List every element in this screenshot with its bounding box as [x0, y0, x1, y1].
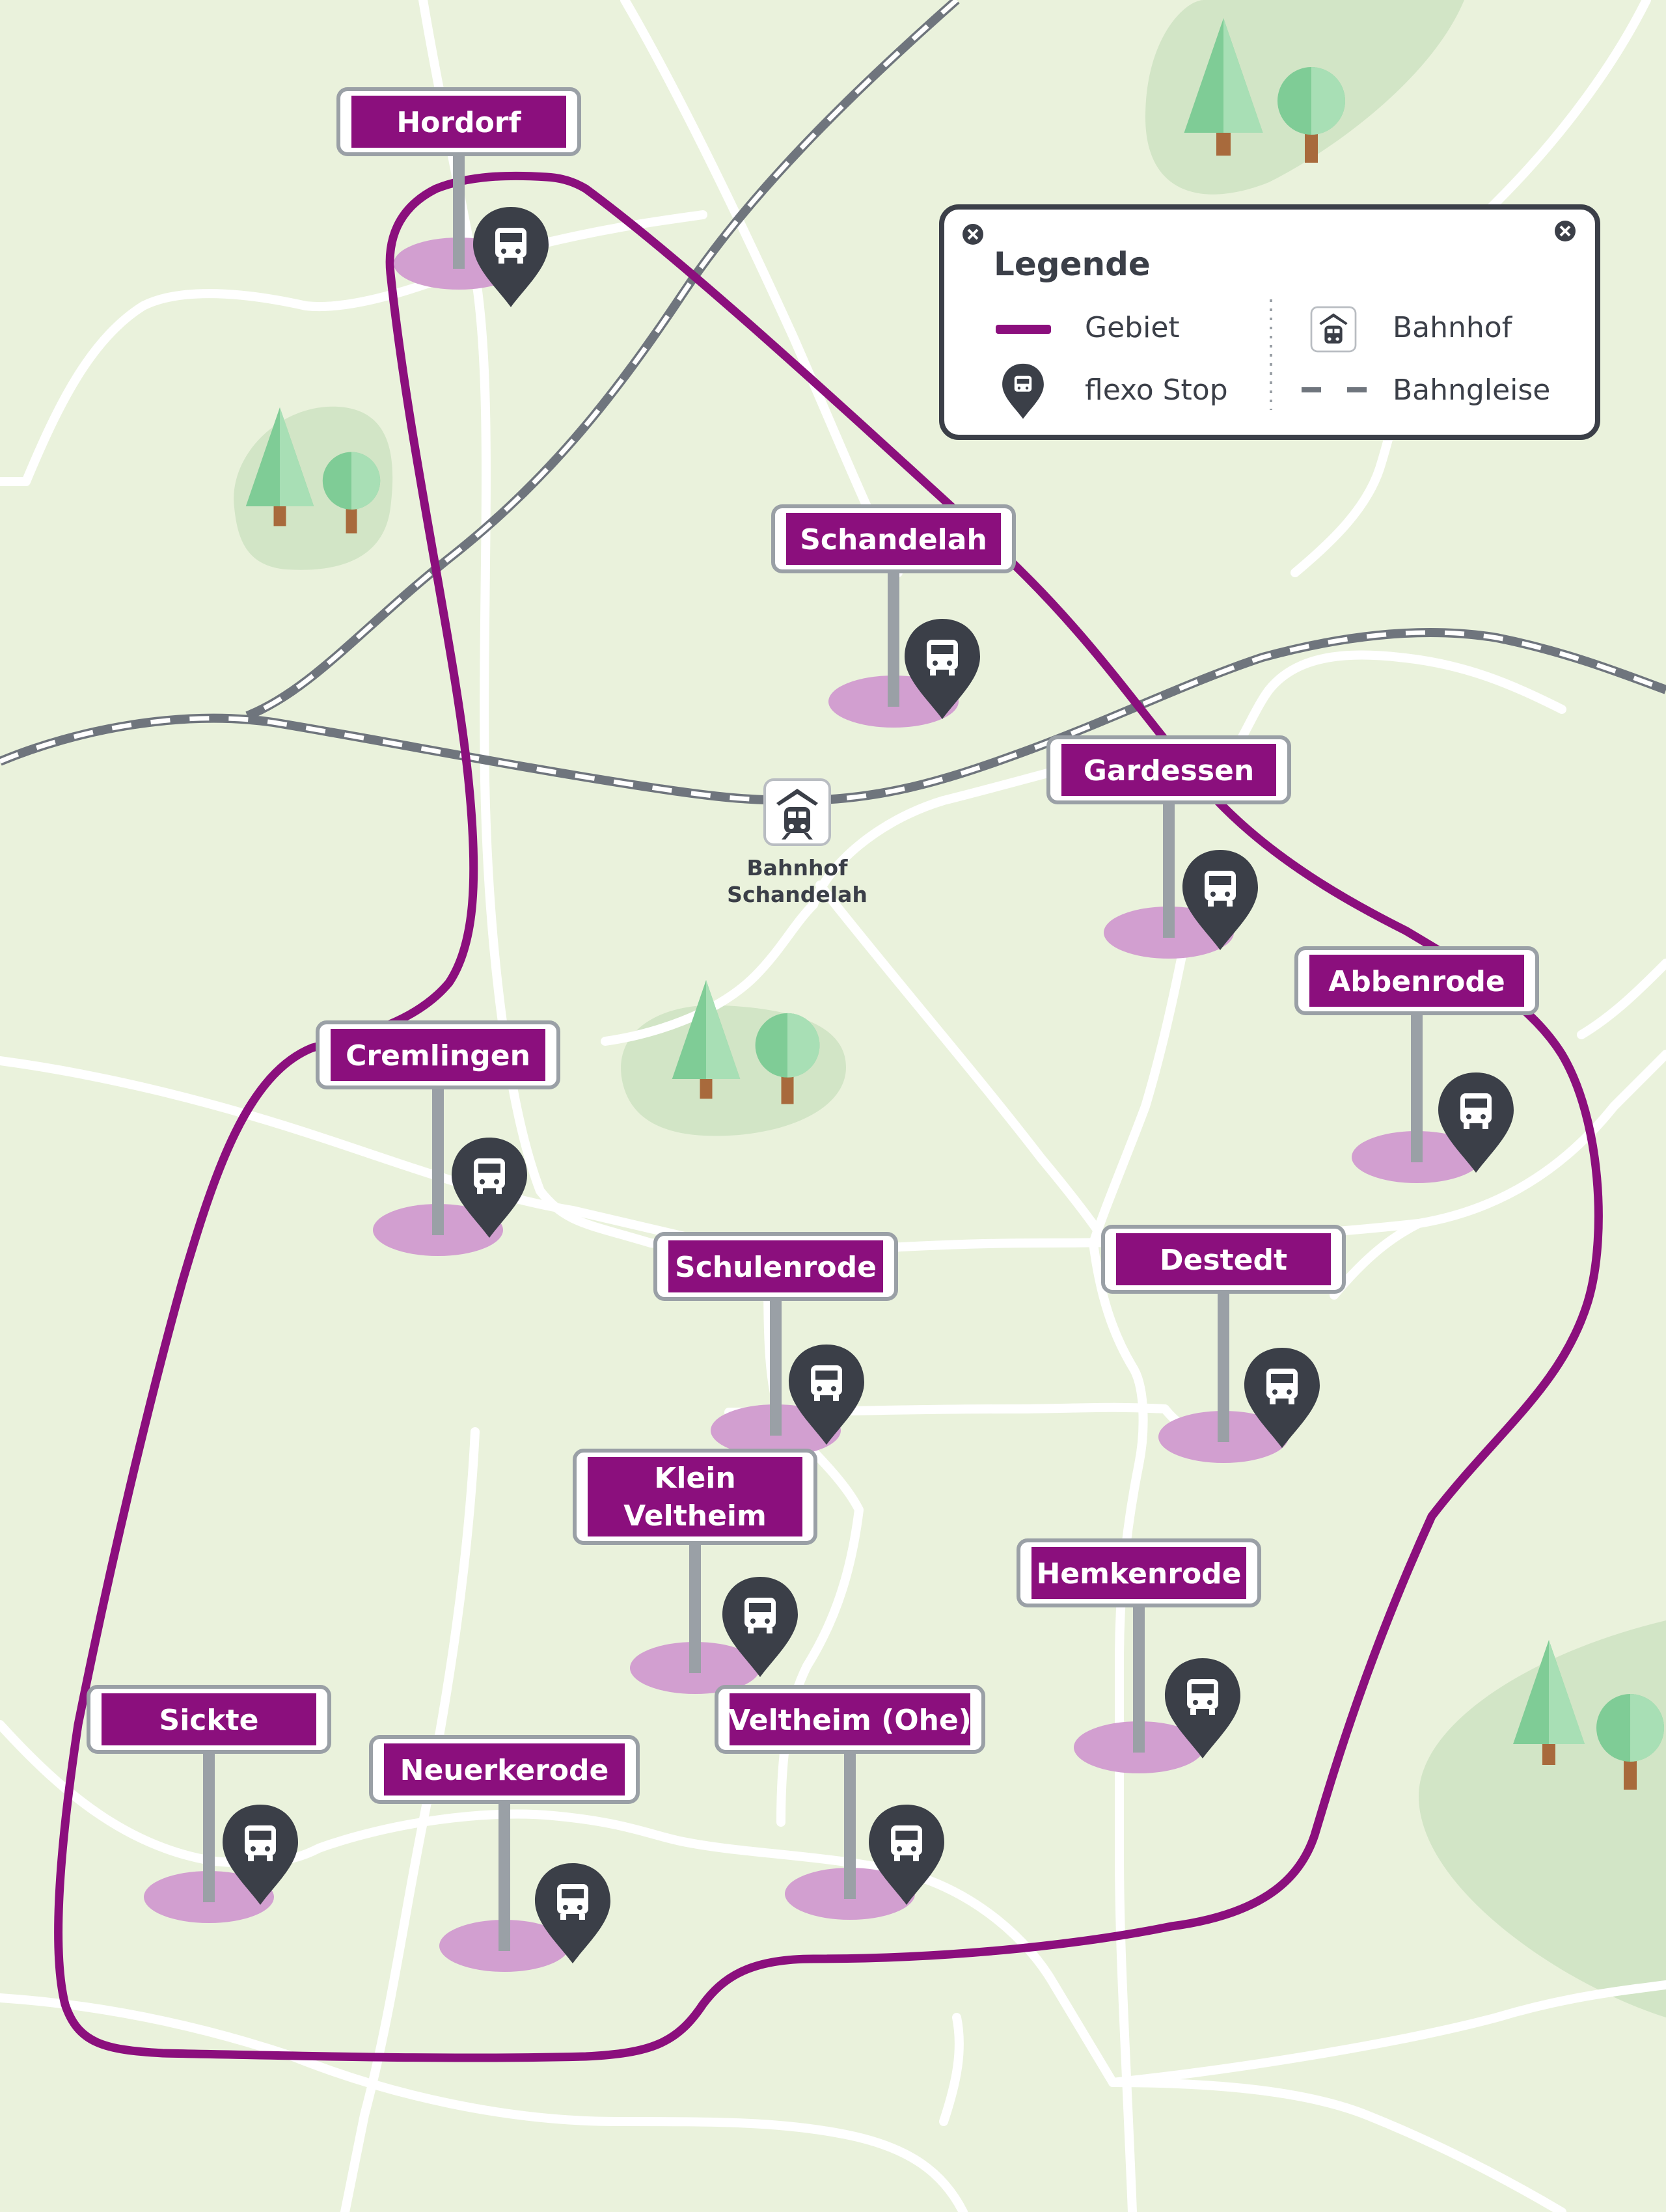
place-label: Abbenrode: [1328, 965, 1505, 998]
stop-pin-icon: [1002, 363, 1044, 419]
pine-tree-icon: [1184, 18, 1263, 156]
sign-pole: [203, 1749, 215, 1902]
sign-plate: [1116, 1233, 1331, 1285]
trees: [245, 18, 1664, 1790]
place-label: Sickte: [159, 1704, 259, 1737]
village-gardessen[interactable]: Gardessen: [1046, 735, 1291, 959]
legend-box: [939, 204, 1600, 440]
place-label: Hordorf: [396, 106, 521, 139]
round-tree-icon: [1596, 1694, 1664, 1790]
village-cremlingen[interactable]: Cremlingen: [316, 1020, 560, 1256]
place-label: Veltheim: [623, 1499, 767, 1533]
place-label: Neuerkerode: [400, 1754, 609, 1787]
village-schulenrode[interactable]: Schulenrode: [653, 1232, 898, 1456]
round-tree-icon: [1277, 67, 1345, 163]
sign-pole: [770, 1296, 782, 1436]
stop-pin-icon[interactable]: [473, 207, 549, 307]
legend-close-icon-right[interactable]: [1555, 221, 1576, 241]
round-tree-icon: [755, 1013, 820, 1104]
place-label: Veltheim (Ohe): [728, 1704, 972, 1737]
stop-pin-icon[interactable]: [905, 619, 980, 719]
railway-track-northeast: [245, 0, 960, 720]
sign-plate: [1031, 1547, 1246, 1599]
sign-pole: [498, 1799, 510, 1951]
round-tree-icon: [322, 452, 381, 534]
place-label: Cremlingen: [346, 1039, 530, 1072]
service-area-boundary: [54, 171, 1603, 2062]
sign-pole: [1163, 800, 1175, 938]
sign-pole: [453, 152, 465, 269]
train-station-schandelah[interactable]: Bahnhof Schandelah: [727, 778, 867, 907]
stop-pin-icon[interactable]: [535, 1863, 610, 1963]
sign-plate: [786, 513, 1001, 565]
place-label: Gardessen: [1084, 754, 1254, 787]
sign-plate: [668, 1240, 883, 1292]
stop-pin-icon[interactable]: [1438, 1072, 1514, 1173]
stop-pin-icon[interactable]: [789, 1345, 864, 1445]
stop-pin-icon[interactable]: [869, 1805, 944, 1905]
railway-track-east-west: [0, 627, 1666, 806]
sign-pole: [689, 1540, 701, 1673]
stop-pin-icon[interactable]: [722, 1577, 798, 1677]
village-sickte[interactable]: Sickte: [87, 1685, 331, 1923]
sign-pole: [888, 569, 899, 707]
sign-pole: [432, 1085, 444, 1235]
stop-pin-icon[interactable]: [223, 1805, 298, 1905]
pine-tree-icon: [245, 407, 314, 526]
stop-pin-icon[interactable]: [452, 1138, 527, 1238]
sign-pole: [844, 1749, 856, 1899]
legend-label-flexo-stop: flexo Stop: [1085, 374, 1228, 407]
legend-title: Legende: [994, 245, 1151, 283]
village-schandelah[interactable]: Schandelah: [771, 504, 1016, 728]
sign-plate: [351, 96, 566, 148]
place-label: Schulenrode: [675, 1251, 877, 1284]
village-stops: HordorfSchandelahGardessenAbbenrodeCreml…: [87, 87, 1539, 1972]
legend-label-bahnhof: Bahnhof: [1393, 311, 1513, 344]
village-destedt[interactable]: Destedt: [1101, 1225, 1346, 1463]
stop-pin-icon[interactable]: [1182, 850, 1258, 950]
sign-plate: [384, 1743, 625, 1796]
legend-close-icon-left[interactable]: [963, 224, 983, 245]
legend: Legende Gebiet flexo Stop Bahnhof: [939, 204, 1600, 440]
sign-plate: [1061, 744, 1276, 796]
village-veltheim-ohe[interactable]: Veltheim (Ohe): [715, 1685, 985, 1920]
sign-plate: [588, 1457, 802, 1536]
stop-pin-icon[interactable]: [1165, 1658, 1240, 1758]
sign-pole: [1218, 1289, 1229, 1442]
place-label: Klein: [654, 1462, 735, 1495]
sign-plate: [102, 1693, 316, 1745]
place-label: Hemkenrode: [1036, 1557, 1241, 1591]
area-line-icon: [996, 325, 1051, 334]
village-neuerkerode[interactable]: Neuerkerode: [369, 1735, 640, 1972]
railway-tracks: [0, 0, 1666, 806]
stop-pin-icon[interactable]: [1244, 1348, 1320, 1448]
station-label-line2: Schandelah: [727, 882, 867, 907]
pine-tree-icon: [1513, 1640, 1585, 1765]
sign-plate: [1309, 955, 1524, 1007]
village-hemkenrode[interactable]: Hemkenrode: [1017, 1538, 1261, 1773]
legend-label-gebiet: Gebiet: [1085, 311, 1180, 344]
place-label: Schandelah: [800, 523, 987, 556]
sign-plate: [730, 1693, 970, 1745]
train-station-icon-legend: [1310, 306, 1357, 353]
legend-label-bahngleise: Bahngleise: [1393, 374, 1550, 407]
village-hordorf[interactable]: Hordorf: [336, 87, 581, 307]
sign-pole: [1411, 1011, 1423, 1162]
train-glyph: [776, 789, 818, 840]
station-label-line1: Bahnhof: [747, 855, 849, 881]
pine-tree-icon: [672, 980, 741, 1099]
place-label: Destedt: [1160, 1244, 1287, 1277]
sign-pole: [1133, 1603, 1145, 1753]
sign-plate: [331, 1029, 545, 1081]
village-abbenrode[interactable]: Abbenrode: [1294, 946, 1539, 1183]
